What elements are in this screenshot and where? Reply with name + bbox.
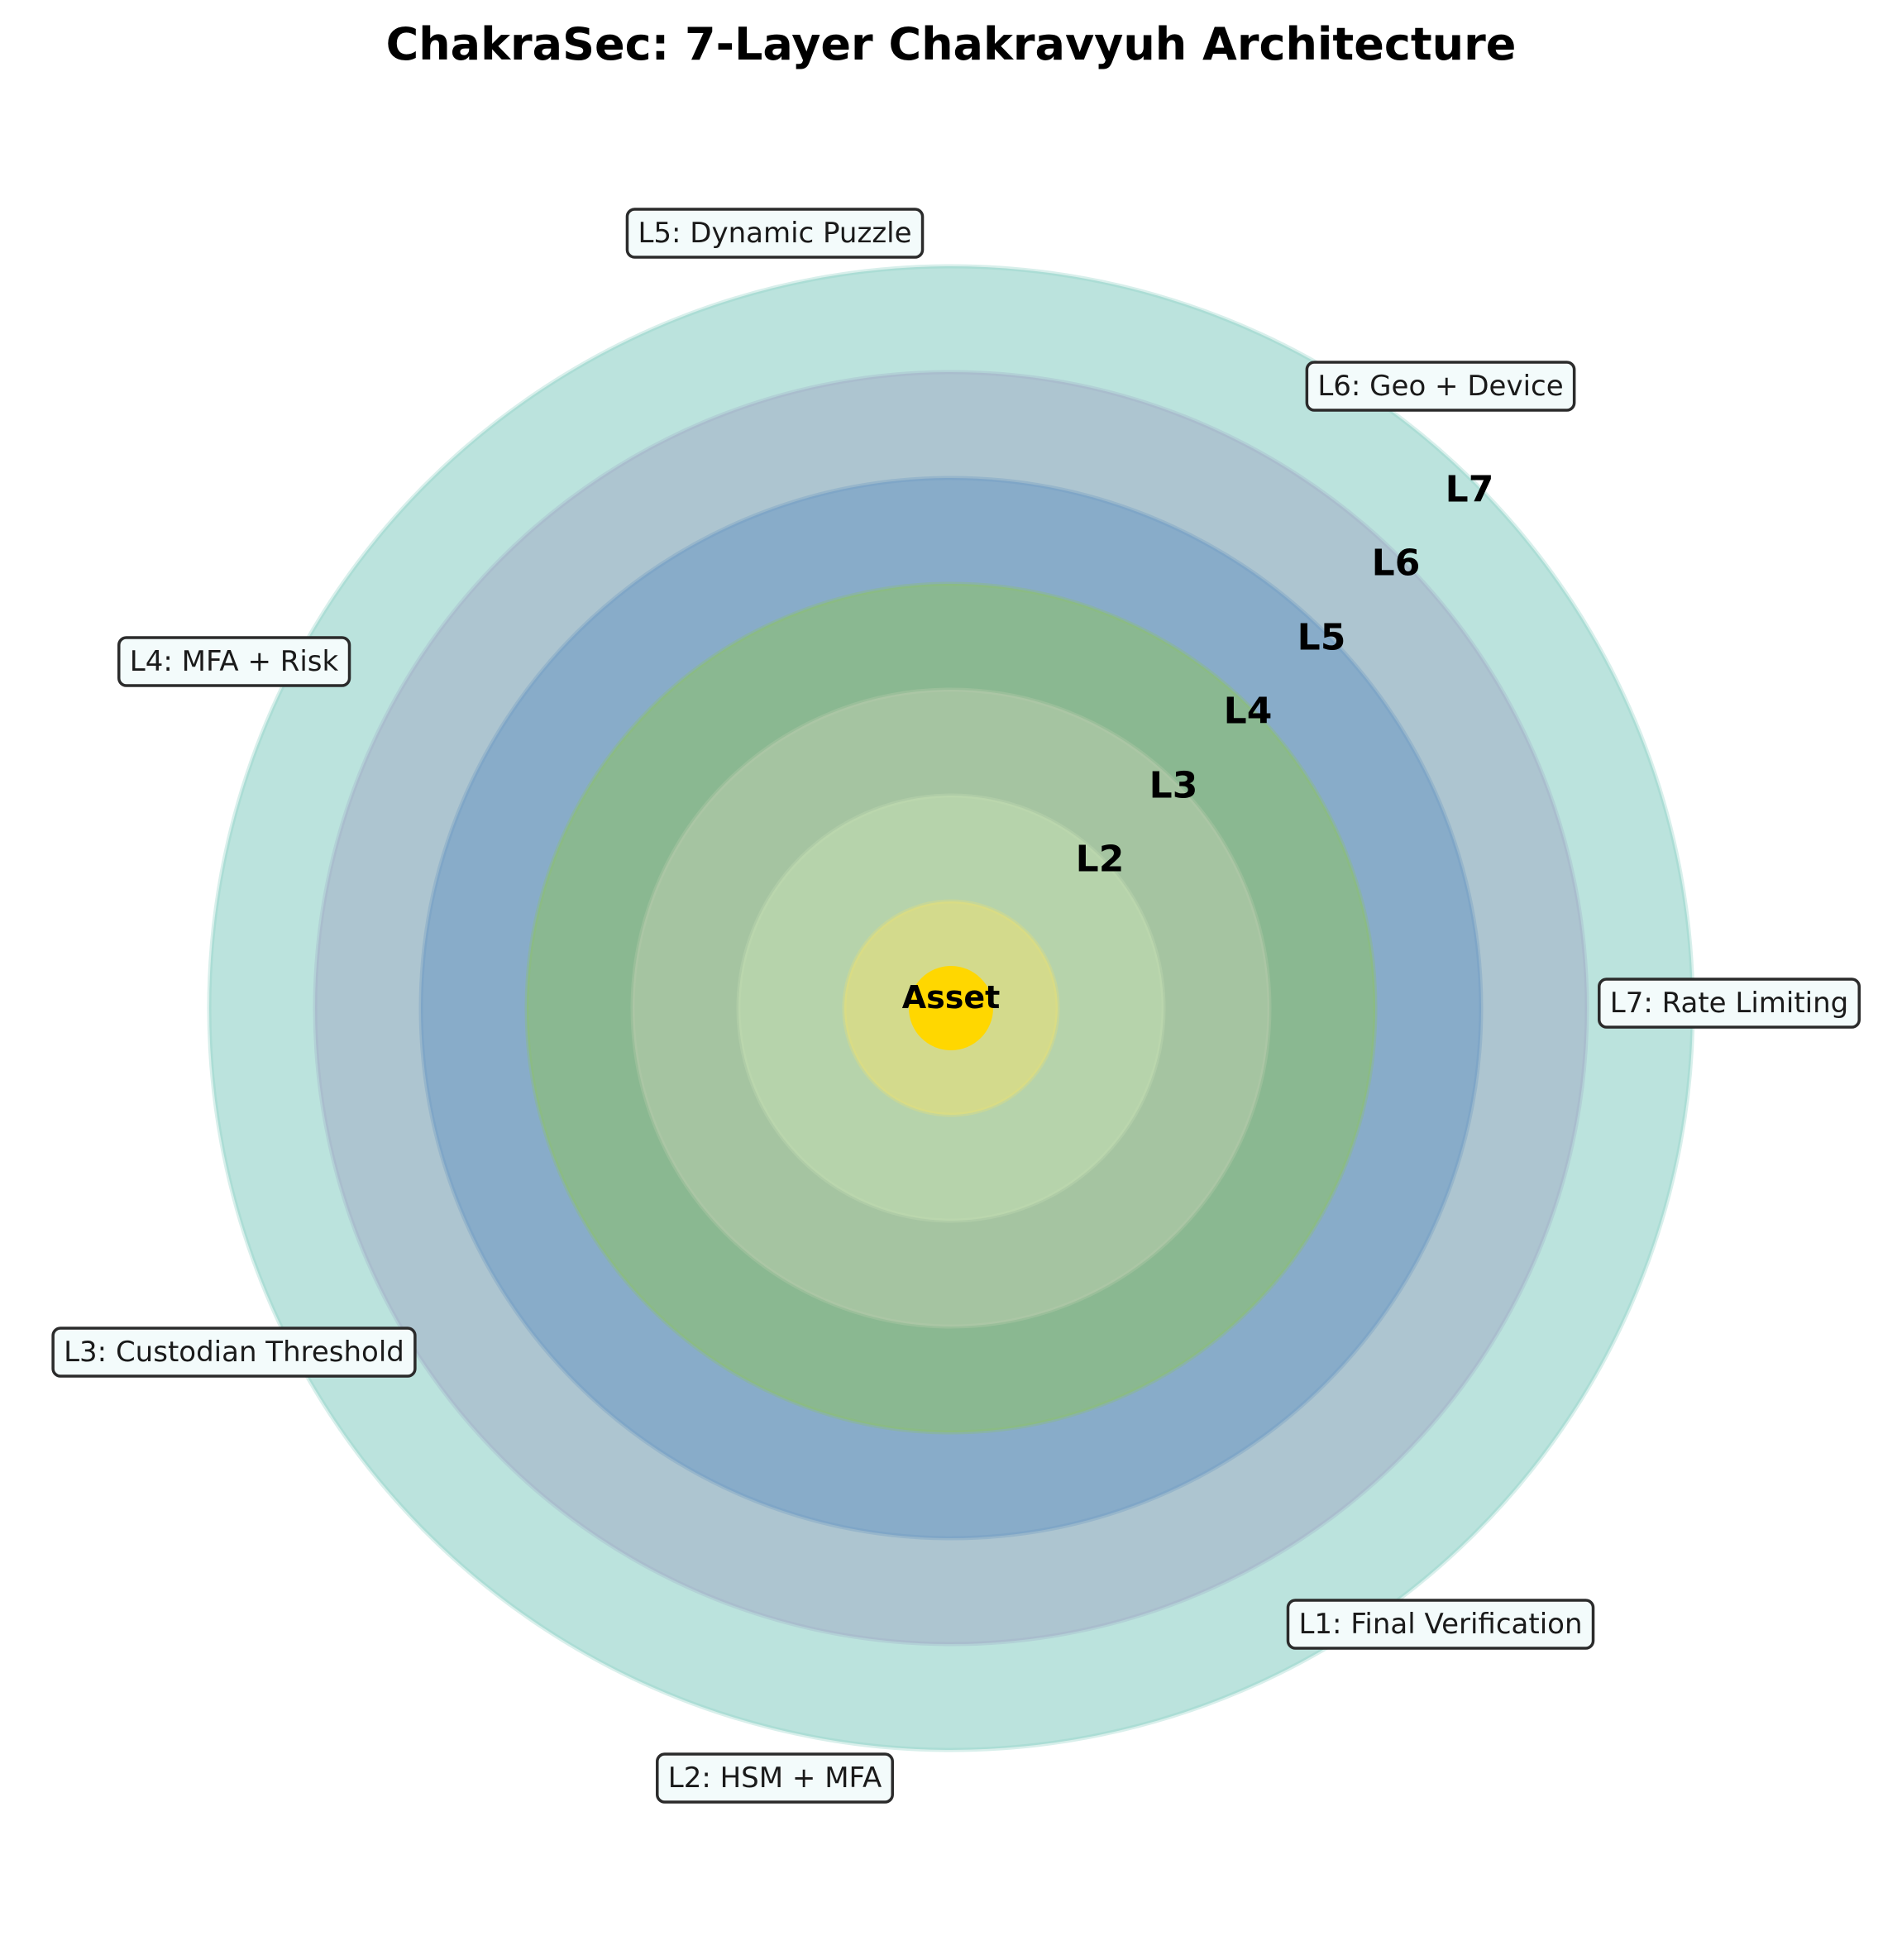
callout-label: L5: Dynamic Puzzle [638, 217, 911, 250]
callout-label: L3: Custodian Threshold [64, 1336, 404, 1369]
callout-box [1286, 1599, 1595, 1650]
callout-label: L1: Final Verification [1298, 1608, 1582, 1641]
ring-tag-l3: L3 [1149, 765, 1198, 807]
ring-tag-l5: L5 [1297, 617, 1346, 659]
rings-layer [207, 264, 1695, 1752]
asset-core [909, 966, 993, 1050]
callout-label: L7: Rate Limiting [1610, 987, 1848, 1020]
callout-label: L4: MFA + Risk [130, 645, 339, 678]
callout-l6: L6: Geo + Device [1305, 361, 1576, 412]
ring-tag-l6: L6 [1372, 543, 1421, 585]
callout-label: L2: HSM + MFA [668, 1762, 882, 1795]
ring-tag-l2: L2 [1076, 839, 1125, 881]
callout-box [1305, 361, 1576, 412]
callout-l4: L4: MFA + Risk [117, 636, 351, 687]
ring-tag-l7: L7 [1446, 469, 1494, 511]
callout-box [51, 1327, 417, 1378]
callout-box [656, 1752, 894, 1804]
callout-box [625, 208, 925, 259]
asset-label: Asset [902, 979, 1001, 1016]
ring-tag-l4: L4 [1224, 691, 1273, 733]
callout-box [117, 636, 351, 687]
diagram-title: ChakraSec: 7-Layer Chakravyuh Architectu… [386, 18, 1517, 70]
callout-box [1598, 978, 1861, 1029]
callout-l2: L2: HSM + MFA [656, 1752, 894, 1804]
callout-label: L6: Geo + Device [1317, 370, 1563, 403]
callout-l7: L7: Rate Limiting [1598, 978, 1861, 1029]
callout-l3: L3: Custodian Threshold [51, 1327, 417, 1378]
ring-tags-layer: L2 L3 L4 L5 L6 L7 [1076, 469, 1494, 881]
callout-l5: L5: Dynamic Puzzle [625, 208, 925, 259]
callout-l1: L1: Final Verification [1286, 1599, 1595, 1650]
